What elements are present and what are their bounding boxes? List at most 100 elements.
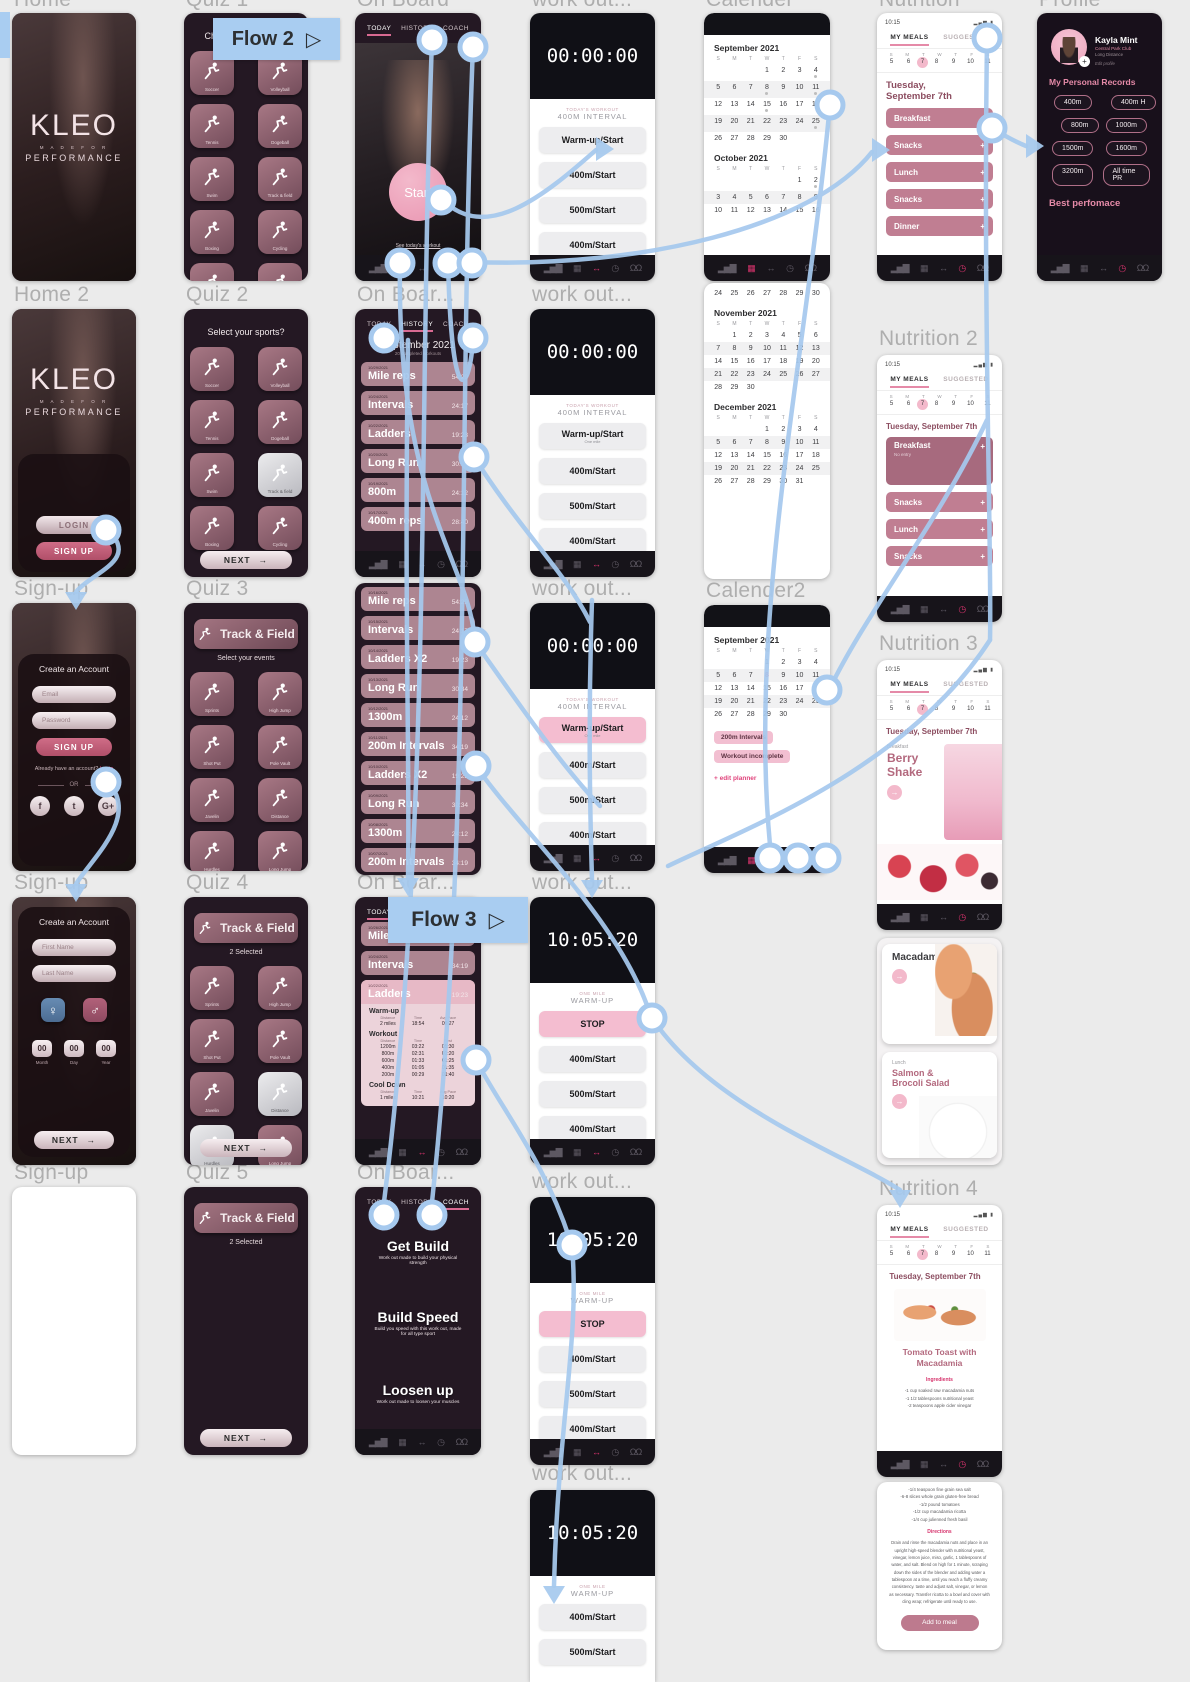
tab-history[interactable]: HISTORY xyxy=(401,1199,434,1206)
calendar-day[interactable]: 5 xyxy=(716,439,721,446)
timer-icon[interactable]: ◷ xyxy=(611,262,619,273)
record-pill[interactable]: All time PR xyxy=(1102,164,1150,186)
timer-icon[interactable]: ◷ xyxy=(958,911,966,922)
calendar-day[interactable]: 30 xyxy=(779,478,788,485)
calendar-day[interactable]: 3 xyxy=(765,332,769,339)
calendar-day[interactable]: 21 xyxy=(746,698,755,705)
add-meal-icon[interactable]: + xyxy=(980,551,985,561)
stats-icon[interactable]: ▂▅▇ xyxy=(717,262,737,273)
calendar-day[interactable]: 11 xyxy=(730,207,739,214)
sport-tile[interactable] xyxy=(258,263,302,281)
calendar-icon[interactable]: ▦ xyxy=(1079,262,1088,273)
stop-button[interactable]: STOP xyxy=(539,1311,646,1337)
event-tile[interactable]: Shot Put xyxy=(190,1019,234,1063)
calendar-day[interactable]: 9 xyxy=(781,672,786,679)
calendar-day[interactable]: 11 xyxy=(812,439,820,446)
event-tile[interactable]: Javelin xyxy=(190,778,234,822)
tab-today[interactable]: TODAY xyxy=(367,321,392,328)
calendar-day[interactable]: 11 xyxy=(779,345,787,352)
stats-icon[interactable]: ▂▅▇ xyxy=(543,262,563,273)
calendar-day[interactable] xyxy=(808,384,824,391)
record-pill[interactable]: 1500m xyxy=(1052,141,1094,156)
calendar-day[interactable]: 15 xyxy=(763,685,771,692)
timer-icon[interactable]: ◷ xyxy=(611,558,619,569)
stats-icon[interactable]: ▂▅▇ xyxy=(543,1146,563,1157)
calendar-day[interactable] xyxy=(710,332,726,339)
calendar-day[interactable] xyxy=(743,177,759,188)
workout-arrows-icon[interactable]: ↔ xyxy=(766,854,775,865)
calendar-day[interactable]: 1 xyxy=(765,67,769,74)
calendar-day[interactable]: 18 xyxy=(811,452,820,459)
calendar-day[interactable]: 26 xyxy=(714,711,723,718)
calendar-day[interactable] xyxy=(791,135,807,142)
calendar-day[interactable]: 16 xyxy=(746,358,755,365)
tab-today[interactable]: TODAY xyxy=(367,909,392,920)
tab-suggested[interactable]: SUGGESTED xyxy=(943,34,989,41)
day-number[interactable]: 9 xyxy=(951,1251,956,1257)
calendar-day[interactable]: 12 xyxy=(795,345,804,352)
macadamia-card[interactable]: Macadamia → xyxy=(882,944,997,1044)
play-icon[interactable]: ▷ xyxy=(488,908,505,932)
next-button[interactable]: NEXT→ xyxy=(200,1429,292,1447)
400m-start-button[interactable]: 400m/Start xyxy=(539,1346,646,1372)
calendar-day[interactable]: 23 xyxy=(779,118,788,125)
calendar-day[interactable]: 9 xyxy=(748,345,753,352)
breakfast-row-expanded[interactable]: Breakfast + No entry xyxy=(886,437,993,485)
calendar-day[interactable]: 3 xyxy=(797,67,802,74)
dob-value-field[interactable]: 00 xyxy=(96,1040,116,1057)
sport-tile[interactable]: Dogeball xyxy=(258,104,302,148)
calendar-day[interactable]: 13 xyxy=(763,207,771,214)
timer-icon[interactable]: ◷ xyxy=(611,1446,619,1457)
calendar-day[interactable]: 6 xyxy=(732,672,737,679)
day-number[interactable]: 6 xyxy=(906,401,911,407)
day-number[interactable]: 5 xyxy=(889,1251,894,1257)
workout-arrows-icon[interactable]: ↔ xyxy=(417,1146,426,1157)
workout-arrows-icon[interactable]: ↔ xyxy=(938,1458,948,1469)
sport-tile[interactable]: Tennis xyxy=(190,104,234,148)
people-icon[interactable]: ΩΩ xyxy=(1136,262,1150,273)
calendar-day[interactable] xyxy=(775,177,791,188)
calendar-day[interactable]: 11 xyxy=(808,84,824,95)
400m-start-button[interactable]: 400m/Start xyxy=(539,1604,646,1630)
500m-start-button[interactable]: 500m/Start xyxy=(539,787,646,813)
calendar-day[interactable]: 18 xyxy=(811,101,820,108)
edit-profile-link[interactable]: Edit profile xyxy=(1095,61,1115,66)
login-button[interactable]: LOGIN xyxy=(36,516,112,534)
calendar-day[interactable]: 28 xyxy=(779,290,788,297)
first-name-field[interactable]: First Name xyxy=(32,939,116,956)
calendar-day[interactable]: 14 xyxy=(746,101,755,108)
calendar-day[interactable]: 6 xyxy=(765,194,769,201)
calendar-day[interactable]: 31 xyxy=(795,478,804,485)
calendar-day[interactable]: 22 xyxy=(763,698,771,705)
add-meal-icon[interactable]: + xyxy=(980,113,985,123)
add-meal-icon[interactable]: + xyxy=(980,497,985,507)
add-meal-icon[interactable]: + xyxy=(980,140,985,150)
workout-arrows-icon[interactable]: ↔ xyxy=(766,262,775,273)
400m-start-button[interactable]: 400m/Start xyxy=(539,752,646,778)
calendar-day[interactable]: 13 xyxy=(730,101,739,108)
timer-icon[interactable]: ◷ xyxy=(437,262,445,273)
calendar-day[interactable]: 23 xyxy=(746,371,755,378)
calendar-day[interactable]: 2 xyxy=(781,426,786,433)
workout-arrows-icon[interactable]: ↔ xyxy=(591,852,601,863)
calendar-day[interactable] xyxy=(791,711,807,718)
calendar-day[interactable]: 16 xyxy=(811,207,820,214)
password-field[interactable]: Password xyxy=(32,712,116,729)
calendar-day[interactable]: 25 xyxy=(811,465,820,472)
sport-tile[interactable]: Track & field xyxy=(258,157,302,201)
meal-row[interactable]: Lunch+ xyxy=(886,162,993,182)
day-number[interactable]: 11 xyxy=(984,1251,991,1257)
male-icon[interactable]: ♂ xyxy=(83,998,107,1022)
tab-my-meals[interactable]: MY MEALS xyxy=(890,34,929,46)
calendar-day[interactable]: 6 xyxy=(813,332,818,339)
timer-icon[interactable]: ◷ xyxy=(611,852,619,863)
calendar-day[interactable]: 15 xyxy=(763,452,771,459)
calendar-day[interactable]: 6 xyxy=(732,439,737,446)
people-icon[interactable]: ΩΩ xyxy=(455,1436,469,1447)
calendar-day[interactable]: 29 xyxy=(763,135,771,142)
calendar-day[interactable]: 26 xyxy=(714,478,723,485)
